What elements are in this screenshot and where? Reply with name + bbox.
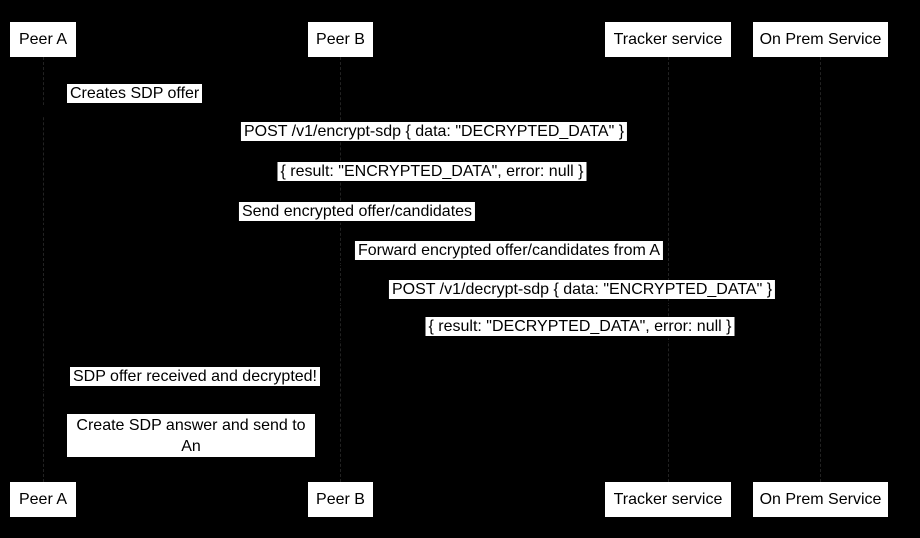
actor-top-tracker-service: Tracker service bbox=[605, 22, 731, 57]
actor-top-peer-a: Peer A bbox=[10, 22, 76, 57]
actor-bottom-tracker-service: Tracker service bbox=[605, 482, 731, 517]
note-line-2: using the same mechanism bbox=[93, 459, 289, 476]
lifeline-peer-b bbox=[340, 57, 341, 482]
lifeline-on-prem-service bbox=[820, 57, 821, 482]
arrow-decrypt-result bbox=[340, 340, 820, 341]
arrow-encrypt-result bbox=[43, 186, 820, 187]
message-label-post-decrypt-sdp: POST /v1/decrypt-sdp { data: "ENCRYPTED_… bbox=[388, 280, 776, 299]
lifeline-peer-a bbox=[43, 57, 44, 482]
actor-top-on-prem-service: On Prem Service bbox=[753, 22, 888, 57]
message-label-creates-sdp-offer: Creates SDP offer bbox=[67, 84, 203, 103]
arrow-post-decrypt-sdp bbox=[340, 304, 820, 305]
message-label-sdp-offer-received: SDP offer received and decrypted! bbox=[70, 367, 320, 386]
message-label-decrypt-result: { result: "DECRYPTED_DATA", error: null … bbox=[425, 317, 735, 336]
note-line-1: Create SDP answer and send to An bbox=[76, 417, 306, 455]
actor-bottom-peer-a: Peer A bbox=[10, 482, 76, 517]
actor-top-peer-b: Peer B bbox=[308, 22, 373, 57]
arrow-send-encrypted-offer bbox=[43, 225, 668, 226]
message-label-send-encrypted-offer: Send encrypted offer/candidates bbox=[238, 202, 476, 221]
arrow-sdp-offer-received bbox=[43, 390, 340, 391]
actor-bottom-peer-b: Peer B bbox=[308, 482, 373, 517]
lifeline-tracker-service bbox=[668, 57, 669, 482]
self-arrow-creates-sdp-offer bbox=[43, 105, 73, 117]
note-create-sdp-answer: Create SDP answer and send to An using t… bbox=[67, 414, 315, 476]
arrow-forward-encrypted-offer bbox=[340, 264, 668, 265]
message-label-forward-encrypted-offer: Forward encrypted offer/candidates from … bbox=[354, 241, 664, 260]
message-label-encrypt-result: { result: "ENCRYPTED_DATA", error: null … bbox=[277, 162, 587, 181]
message-label-post-encrypt-sdp: POST /v1/encrypt-sdp { data: "DECRYPTED_… bbox=[240, 122, 628, 141]
arrow-post-encrypt-sdp bbox=[43, 146, 820, 147]
actor-bottom-on-prem-service: On Prem Service bbox=[753, 482, 888, 517]
